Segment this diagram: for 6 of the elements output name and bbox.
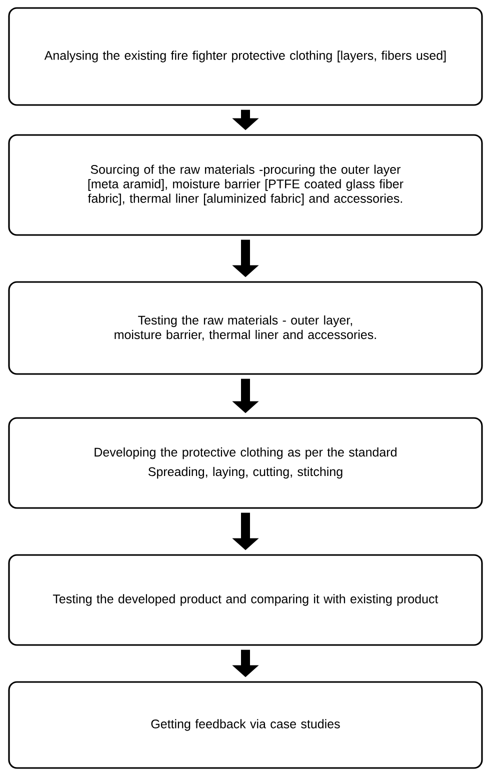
process-box: Sourcing of the raw materials -procuring the outer layer [meta aramid], moisture barrier [PTFE coated glass fiber fabric], thermal liner [aluminized fabric] and accessories. — [8, 134, 483, 236]
process-box: Developing the protective clothing as per the standard Spreading, laying, cutting, stitching — [8, 417, 483, 509]
process-box: Analysing the existing fire fighter protective clothing [layers, fibers used] — [8, 7, 483, 106]
process-box: Testing the developed product and comparing it with existing product — [8, 554, 483, 646]
process-box: Getting feedback via case studies — [8, 681, 483, 769]
process-box: Testing the raw materials - outer layer, moisture barrier, thermal liner and accessories. — [8, 281, 483, 375]
